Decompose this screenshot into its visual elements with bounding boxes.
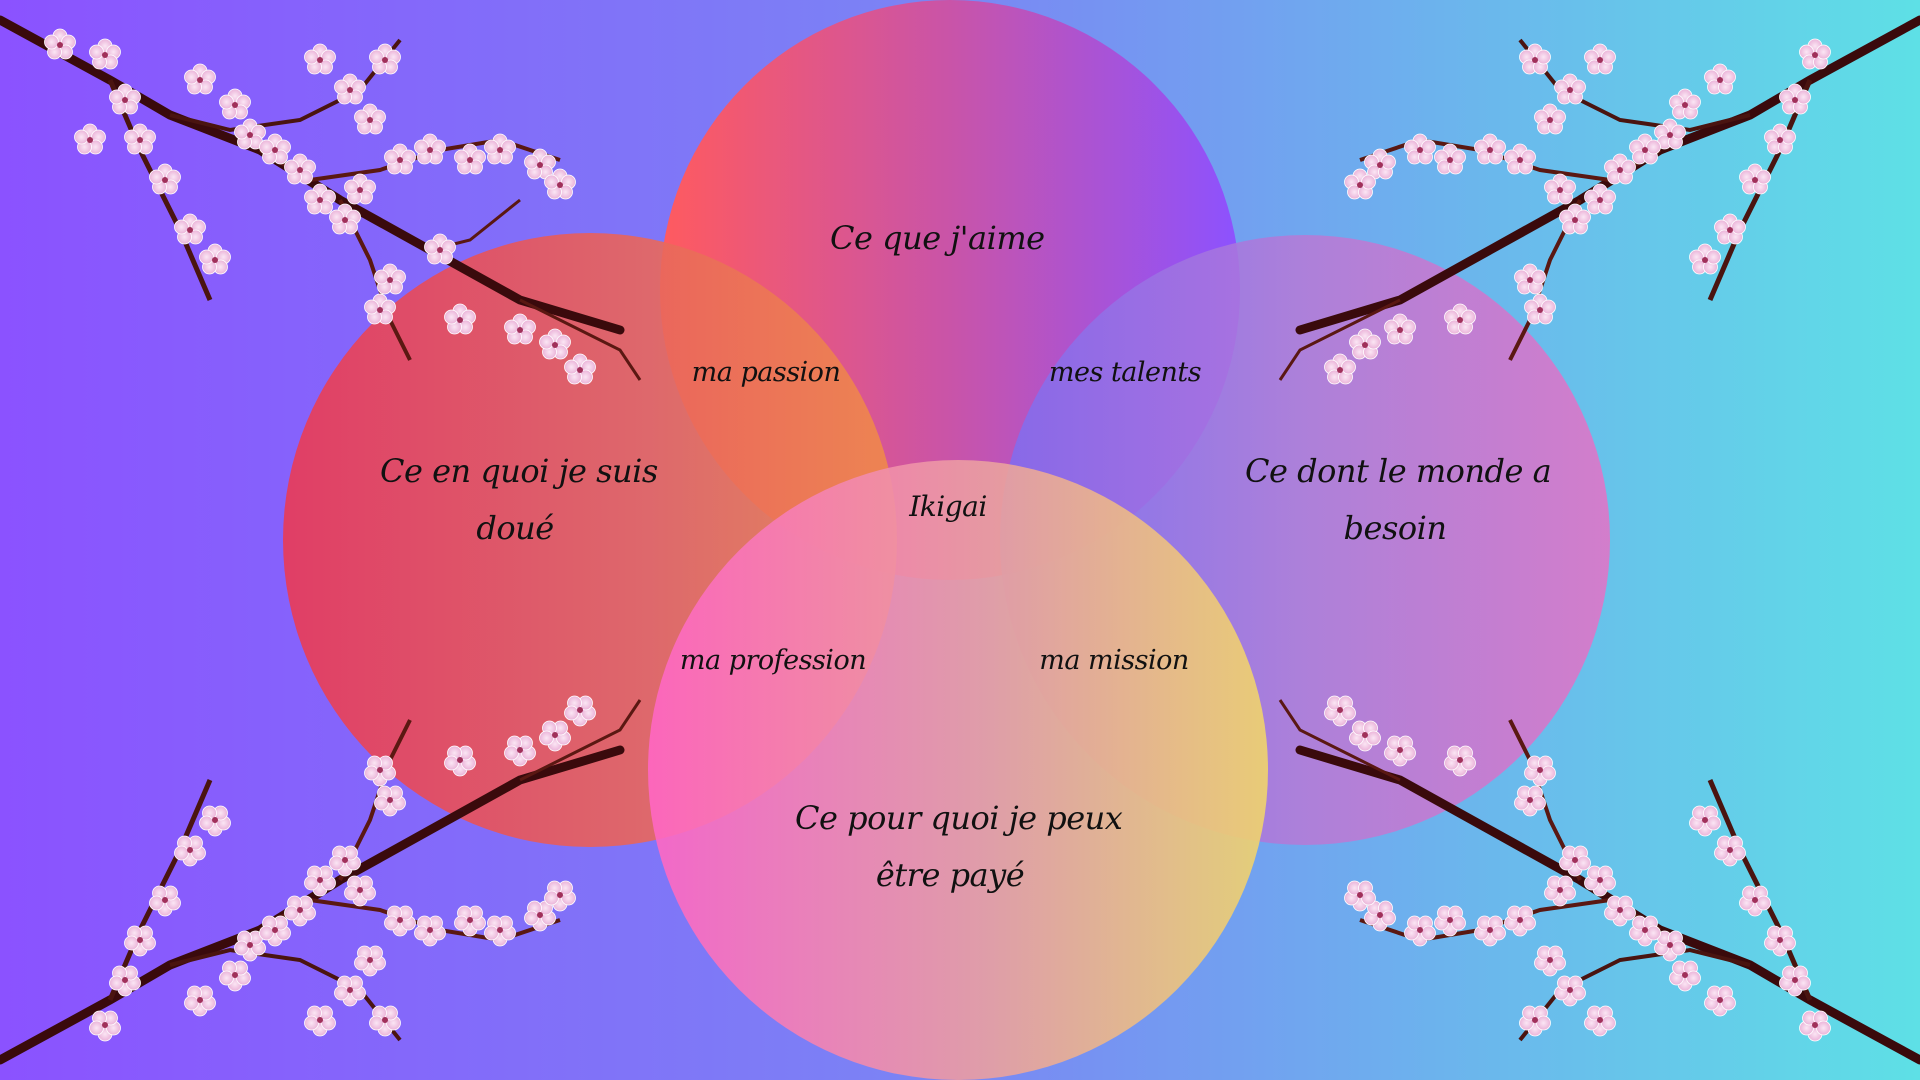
label-profession: ma profession: [679, 645, 867, 676]
label-what-the-world-needs: Ce dont le monde a besoin: [1245, 443, 1552, 557]
circle-what-i-can-be-paid-for: [648, 460, 1268, 1080]
label-ikigai-center: Ikigai: [909, 490, 987, 523]
label-line: Ce pour quoi je peux: [795, 799, 1123, 837]
label-what-i-love: Ce que j'aime: [830, 210, 1045, 267]
label-line: doué: [476, 509, 554, 547]
label-mission: ma mission: [1039, 645, 1189, 676]
label-talents: mes talents: [1048, 357, 1202, 388]
label-line: Ce que j'aime: [830, 219, 1045, 257]
label-line: Ce dont le monde a: [1245, 452, 1552, 490]
label-what-i-am-good-at: Ce en quoi je suis doué: [380, 443, 658, 557]
label-line: besoin: [1343, 509, 1447, 547]
label-line: être payé: [875, 856, 1025, 894]
label-line: Ce en quoi je suis: [380, 452, 658, 490]
label-passion: ma passion: [691, 357, 841, 388]
label-what-i-can-be-paid-for: Ce pour quoi je peux être payé: [795, 790, 1123, 904]
